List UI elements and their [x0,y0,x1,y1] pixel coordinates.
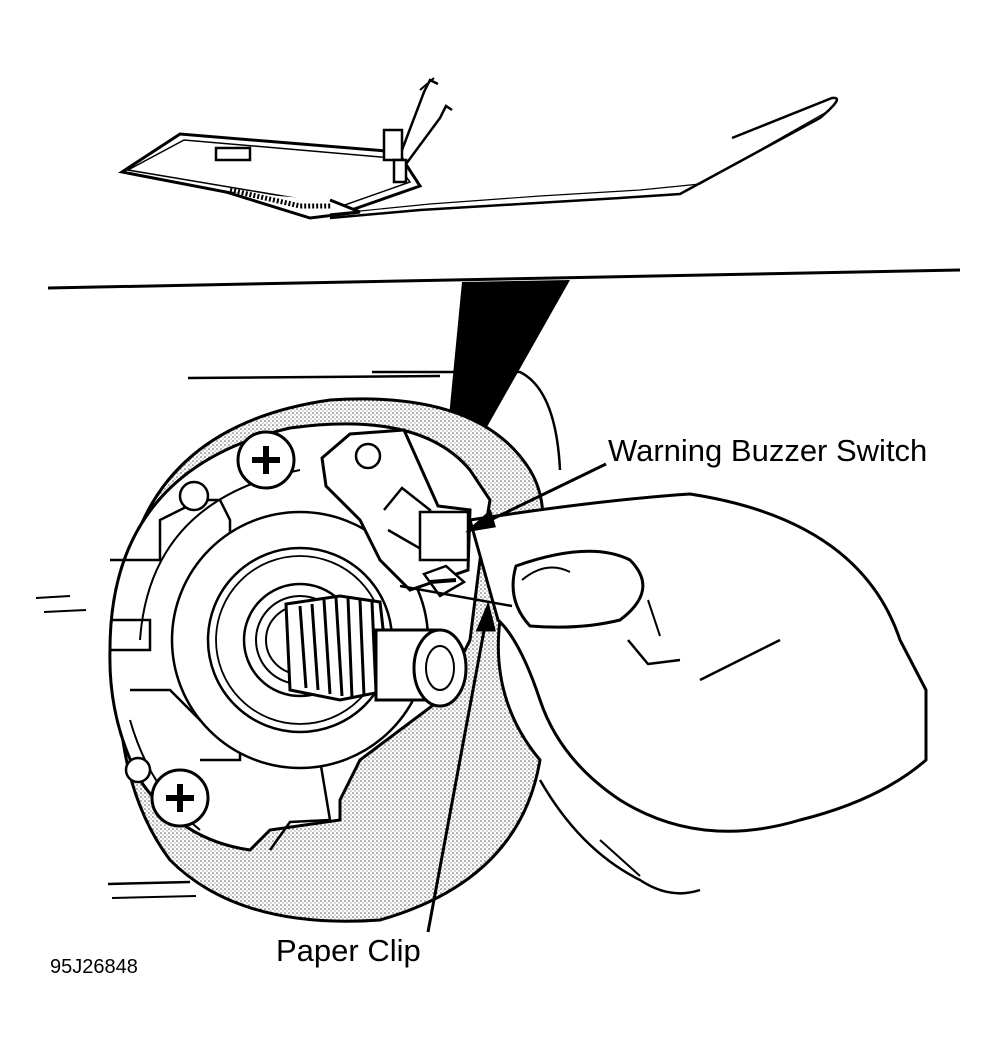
spring-contact-b [404,104,453,165]
inset-detail [118,77,839,220]
warning-buzzer-switch-label: Warning Buzzer Switch [608,433,928,468]
rivet-bottom [124,756,152,784]
warning-buzzer-switch [320,428,472,598]
column-assembly [35,370,562,923]
screw-lower [150,768,210,828]
leader-paper-clip [426,601,496,933]
spring-contact-a [400,78,439,151]
leader-buzzer [465,462,607,533]
paper-clip-wire [329,96,839,220]
rivet-left [178,480,210,512]
paper-clip-main [399,584,513,608]
figure-id: 95J26848 [50,956,138,978]
paper-clip-label: Paper Clip [276,933,421,968]
hand [468,492,928,895]
steering-shaft [284,594,468,708]
inset-divider [47,268,961,290]
switch-contact [382,128,404,162]
screw-upper [236,430,296,490]
